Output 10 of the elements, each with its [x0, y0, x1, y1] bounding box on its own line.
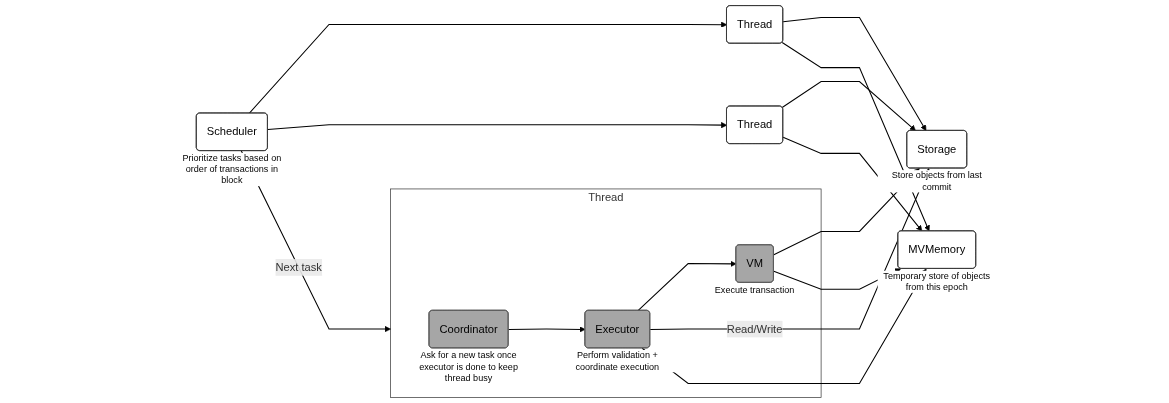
arrow: [781, 81, 917, 131]
arrow: [508, 326, 586, 333]
arrow: [782, 16, 927, 131]
arrow: [267, 122, 728, 131]
edge-label: Next task: [275, 261, 323, 274]
arrow: [781, 41, 930, 232]
arrow: [248, 21, 728, 114]
arrow: [637, 260, 737, 312]
arrow: [782, 136, 923, 232]
edge-label: Read/Write: [727, 322, 783, 335]
